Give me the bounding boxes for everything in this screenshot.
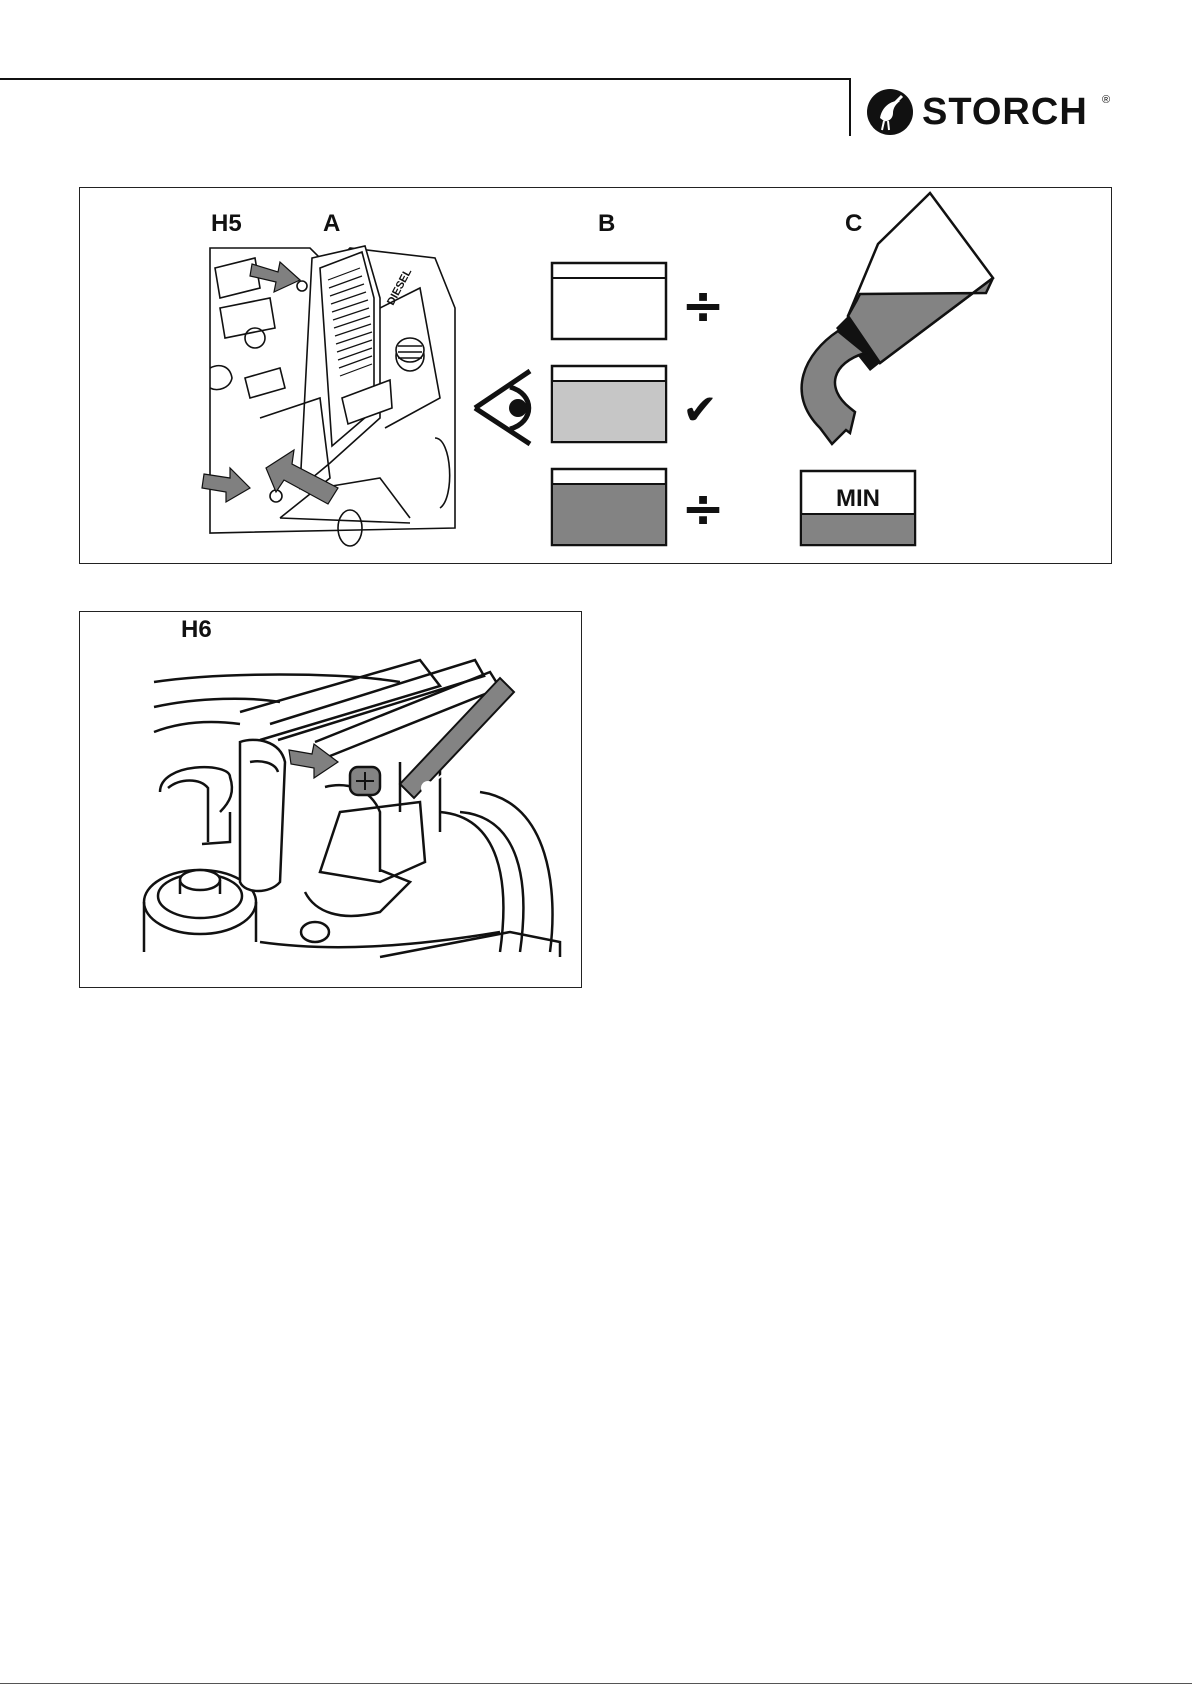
min-label: MIN xyxy=(836,485,880,512)
logo-wordmark: STORCH xyxy=(922,89,1088,135)
footer-rule xyxy=(0,1683,1192,1684)
header-rule xyxy=(0,78,849,80)
level-box-empty xyxy=(552,263,666,339)
divide-mark-empty: ÷ xyxy=(681,276,725,336)
figure-h5-panel: H5 A B C xyxy=(79,187,1112,564)
header-divider xyxy=(849,78,851,136)
divide-mark-full: ÷ xyxy=(681,479,725,539)
level-box-ok xyxy=(552,366,666,442)
dipstick-mark-icon xyxy=(421,781,435,795)
machine-drawing xyxy=(210,246,455,546)
registered-mark: ® xyxy=(1102,94,1110,106)
oil-bottle-icon xyxy=(802,193,993,444)
level-box-full xyxy=(552,469,666,545)
figure-h6-panel: H6 xyxy=(79,611,582,988)
check-mark-ok: ✔ xyxy=(682,385,717,434)
storch-logo: STORCH ® xyxy=(866,88,1116,138)
stork-logo-icon xyxy=(866,88,914,136)
h6-illustration xyxy=(80,612,581,987)
arrow-screw-icon xyxy=(289,744,338,778)
h5-illustration: DIESEL ÷ ✔ ÷ xyxy=(80,188,1111,563)
eye-icon xyxy=(475,371,530,444)
